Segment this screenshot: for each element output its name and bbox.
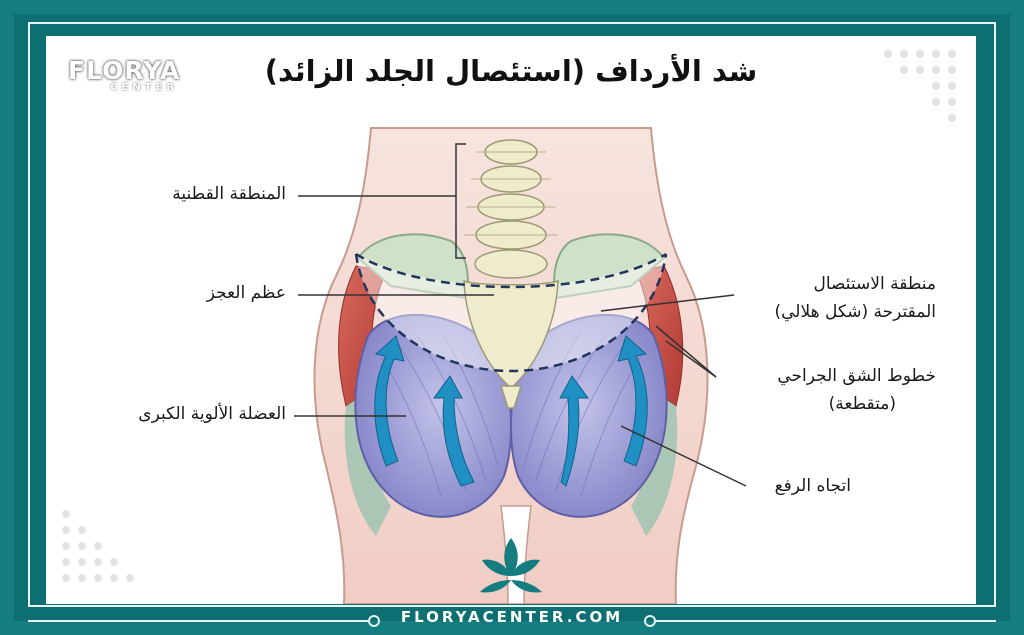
label-lift: اتجاه الرفع xyxy=(774,476,851,496)
gluteus-right xyxy=(509,314,668,518)
label-incision-1: خطوط الشق الجراحي xyxy=(777,366,936,386)
incision-upper xyxy=(355,252,667,289)
brand-logo: FLORYA CENTER xyxy=(68,56,180,93)
lift-arrows xyxy=(374,335,648,487)
anatomy-illustration xyxy=(294,127,747,604)
lumbar-bracket xyxy=(455,143,466,259)
label-incision-2: (متقطعة) xyxy=(828,394,896,414)
label-excision-2: المقترحة (شكل هلالي) xyxy=(774,302,937,322)
label-coccyx: عظم العجز xyxy=(206,283,286,303)
label-gluteus: العضلة الألوية الكبرى xyxy=(138,404,286,424)
label-lumbar: المنطقة القطنية xyxy=(172,184,286,204)
footer-line-right xyxy=(656,620,996,622)
footer-dot-left xyxy=(368,615,380,627)
incision-lower xyxy=(354,253,668,373)
brand-name: FLORYA xyxy=(68,56,181,85)
footer-dot-right xyxy=(644,615,656,627)
page-title: شد الأرداف (استئصال الجلد الزائد) xyxy=(264,54,758,88)
footer-website: FLORYACENTER.COM xyxy=(400,608,624,626)
lotus-logo-icon xyxy=(480,538,542,593)
frame-border xyxy=(28,22,996,607)
decor-dots-bottom xyxy=(62,510,134,582)
footer-line-left xyxy=(28,620,368,622)
brand-sub: CENTER xyxy=(110,82,179,93)
gluteus-left xyxy=(354,314,513,518)
decor-dots-top xyxy=(884,50,956,122)
label-excision-1: منطقة الاستئصال xyxy=(813,274,937,294)
diagram-panel: شد الأرداف (استئصال الجلد الزائد) FLORYA… xyxy=(46,36,976,604)
